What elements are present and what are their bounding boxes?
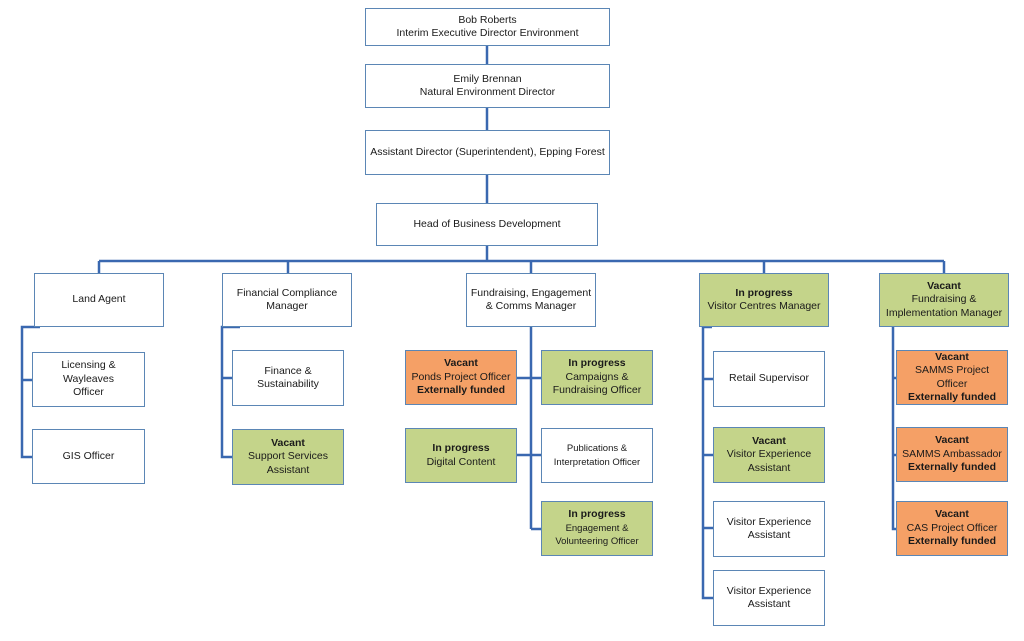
visitor-experience-assistant-2-line2: Assistant xyxy=(747,598,791,610)
visitor-experience-assistant-vacant-line2: Assistant xyxy=(747,461,791,474)
assistant-director-title: Assistant Director (Superintendent), Epp… xyxy=(370,145,605,158)
ponds-project-officer-status: Vacant xyxy=(444,357,478,370)
ponds-project-officer-title: Ponds Project Officer xyxy=(411,370,511,383)
fundraising-engagement-manager-box: Fundraising, Engagement & Comms Manager xyxy=(466,273,596,327)
samms-ambassador-box: Vacant SAMMS Ambassador Externally funde… xyxy=(896,427,1008,482)
fundraising-implementation-manager-line2: Implementation Manager xyxy=(885,306,1003,319)
cas-project-officer-title: CAS Project Officer xyxy=(906,521,998,534)
assistant-director-box: Assistant Director (Superintendent), Epp… xyxy=(365,130,610,175)
visitor-team-line xyxy=(701,325,714,600)
emily-brennan-name: Emily Brennan xyxy=(453,72,522,85)
digital-content-status: In progress xyxy=(432,442,490,454)
visitor-centres-manager-box: In progress Visitor Centres Manager xyxy=(699,273,829,327)
samms-ambassador-title: SAMMS Ambassador xyxy=(902,447,1002,460)
licensing-wayleaves-officer-box: Licensing & Wayleaves Officer xyxy=(32,352,145,407)
campaigns-fundraising-officer-box: In progress Campaigns & Fundraising Offi… xyxy=(541,350,653,405)
land-agent-box: Land Agent xyxy=(34,273,164,327)
engagement-volunteering-officer-status: In progress xyxy=(568,508,626,521)
head-business-development-title: Head of Business Development xyxy=(413,217,561,230)
finance-sustainability-line2: Sustainability xyxy=(257,378,319,390)
samms-ambassador-status: Vacant xyxy=(935,434,969,447)
publications-interpretation-officer-line1: Publications & xyxy=(566,443,628,454)
support-services-assistant-status: Vacant xyxy=(271,436,305,449)
visitor-experience-assistant-vacant-line1: Visitor Experience xyxy=(726,448,812,461)
licensing-wayleaves-officer-line1: Licensing & Wayleaves xyxy=(61,359,116,385)
emily-brennan-title: Natural Environment Director xyxy=(419,86,556,98)
ponds-project-officer-funding: Externally funded xyxy=(416,384,506,397)
samms-ambassador-funding: Externally funded xyxy=(907,461,997,474)
samms-project-officer-box: Vacant SAMMS Project Officer Externally … xyxy=(896,350,1008,405)
financial-compliance-manager-box: Financial Compliance Manager xyxy=(222,273,352,327)
visitor-experience-assistant-2-line1: Visitor Experience xyxy=(726,584,812,597)
financial-compliance-manager-line1: Financial Compliance xyxy=(236,286,338,299)
visitor-experience-assistant-1-line2: Assistant xyxy=(747,529,791,541)
retail-supervisor-box: Retail Supervisor xyxy=(713,351,825,407)
fundraising-implementation-manager-line1: Fundraising & xyxy=(911,293,977,306)
engagement-volunteering-officer-line2: Volunteering Officer xyxy=(555,536,639,548)
visitor-experience-assistant-1-box: Visitor Experience Assistant xyxy=(713,501,825,557)
digital-content-title: Digital Content xyxy=(426,455,496,468)
fundraising-implementation-manager-status: Vacant xyxy=(927,279,961,292)
gis-officer-box: GIS Officer xyxy=(32,429,145,484)
visitor-experience-assistant-vacant-box: Vacant Visitor Experience Assistant xyxy=(713,427,825,483)
land-agent-title: Land Agent xyxy=(72,293,126,306)
ponds-project-officer-box: Vacant Ponds Project Officer Externally … xyxy=(405,350,517,405)
samms-project-officer-status: Vacant xyxy=(935,350,969,363)
digital-content-box: In progress Digital Content xyxy=(405,428,517,483)
fundraising-engagement-manager-line2: & Comms Manager xyxy=(485,300,577,312)
visitor-centres-manager-title: Visitor Centres Manager xyxy=(707,300,821,312)
support-services-assistant-line1: Support Services xyxy=(248,450,328,463)
fundraising-implementation-manager-box: Vacant Fundraising & Implementation Mana… xyxy=(879,273,1009,327)
engagement-volunteering-officer-box: In progress Engagement & Volunteering Of… xyxy=(541,501,653,556)
support-services-assistant-line2: Assistant xyxy=(266,463,310,476)
visitor-experience-assistant-vacant-status: Vacant xyxy=(752,434,786,447)
visitor-experience-assistant-1-line1: Visitor Experience xyxy=(726,515,812,528)
finance-sustainability-box: Finance & Sustainability xyxy=(232,350,344,406)
bob-roberts-title: Interim Executive Director Environment xyxy=(396,27,579,39)
publications-interpretation-officer-line2: Interpretation Officer xyxy=(553,456,641,468)
visitor-experience-assistant-2-box: Visitor Experience Assistant xyxy=(713,570,825,626)
gis-officer-title: GIS Officer xyxy=(62,449,115,462)
engagement-volunteering-officer-line1: Engagement & xyxy=(565,522,629,534)
campaigns-fundraising-officer-line1: Campaigns & xyxy=(565,370,629,383)
bob-roberts-box: Bob Roberts Interim Executive Director E… xyxy=(365,8,610,46)
campaigns-fundraising-officer-line2: Fundraising Officer xyxy=(552,384,642,397)
emily-brennan-box: Emily Brennan Natural Environment Direct… xyxy=(365,64,610,108)
licensing-wayleaves-officer-line2: Officer xyxy=(73,386,104,399)
support-services-assistant-box: Vacant Support Services Assistant xyxy=(232,429,344,485)
cas-project-officer-status: Vacant xyxy=(935,508,969,521)
retail-supervisor-title: Retail Supervisor xyxy=(729,372,809,385)
cas-project-officer-box: Vacant CAS Project Officer Externally fu… xyxy=(896,501,1008,556)
bob-roberts-name: Bob Roberts xyxy=(458,13,517,26)
visitor-centres-manager-status: In progress xyxy=(735,286,793,299)
publications-interpretation-officer-box: Publications & Interpretation Officer xyxy=(541,428,653,483)
finance-sustainability-line1: Finance & xyxy=(264,364,312,377)
fundraising-team-line xyxy=(517,327,543,531)
head-business-development-box: Head of Business Development xyxy=(376,203,598,246)
campaigns-fundraising-officer-status: In progress xyxy=(568,357,626,370)
fundraising-engagement-manager-line1: Fundraising, Engagement xyxy=(470,286,592,299)
financial-compliance-manager-line2: Manager xyxy=(266,300,308,312)
cas-project-officer-funding: Externally funded xyxy=(907,535,997,548)
samms-project-officer-title: SAMMS Project Officer xyxy=(914,364,990,390)
samms-project-officer-funding: Externally funded xyxy=(907,391,997,403)
